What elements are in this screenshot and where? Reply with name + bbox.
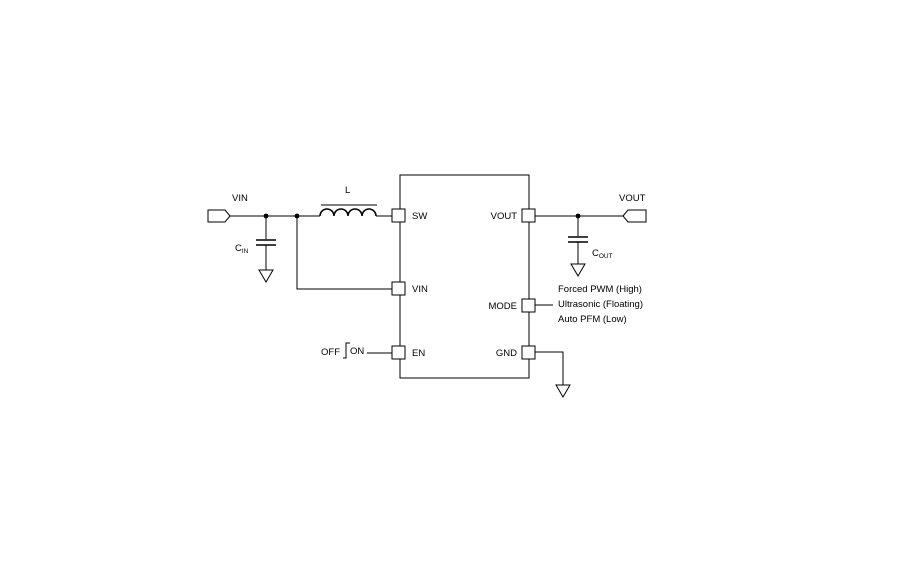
- mode-option-high: Forced PWM (High): [558, 284, 642, 295]
- pin-box-sw: [391, 208, 406, 223]
- mode-option-floating: Ultrasonic (Floating): [558, 299, 643, 310]
- en-switch-on-label: ON: [350, 346, 364, 357]
- cin-label: CIN: [235, 243, 249, 255]
- pin-label-vout: VOUT: [491, 211, 518, 222]
- inductor-coil: [319, 208, 377, 217]
- cin-ground-symbol: [258, 269, 274, 283]
- pin-label-sw: SW: [412, 211, 427, 222]
- pin-box-en: [391, 345, 406, 360]
- input-port-connector: [207, 209, 231, 223]
- output-port-connector: [622, 209, 647, 223]
- pin-box-vin: [391, 281, 406, 296]
- vin-pin-wire: [296, 216, 392, 290]
- pin-box-gnd: [521, 345, 536, 360]
- pin-label-mode: MODE: [489, 301, 518, 312]
- input-port-label: VIN: [232, 193, 248, 204]
- pin-label-en: EN: [412, 348, 425, 359]
- gnd-ground-symbol: [555, 384, 571, 398]
- pin-box-mode: [521, 298, 536, 313]
- gnd-wire: [535, 351, 564, 385]
- inductor-label: L: [345, 185, 350, 196]
- ic-body: [399, 174, 530, 379]
- cout-ground-symbol: [570, 263, 586, 277]
- en-switch-symbol: [343, 342, 350, 359]
- en-switch-off-label: OFF: [321, 347, 340, 358]
- pin-box-vout: [521, 208, 536, 223]
- cout-label: COUT: [592, 248, 613, 260]
- pin-label-gnd: GND: [496, 348, 517, 359]
- pin-label-vin: VIN: [412, 284, 428, 295]
- output-port-label: VOUT: [619, 193, 646, 204]
- mode-option-low: Auto PFM (Low): [558, 314, 627, 325]
